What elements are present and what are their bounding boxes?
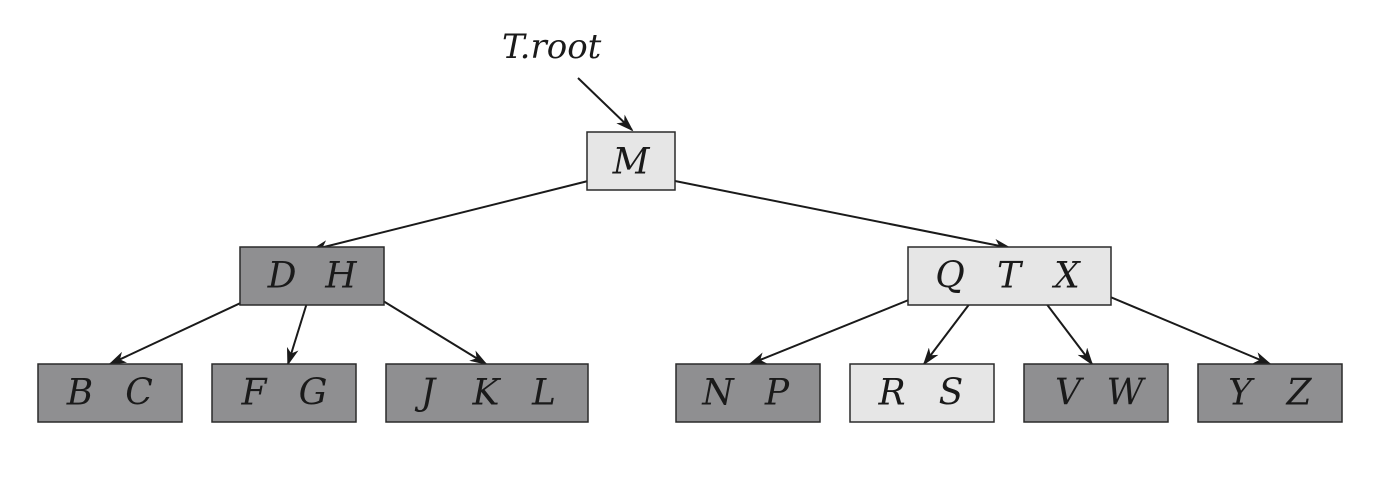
node-box [239,246,385,306]
edge-m-to-qtx [659,177,1012,251]
node-key: B [66,373,93,414]
node-box [1023,363,1169,423]
edge-dh-to-bc [108,292,263,365]
node-key: W [1106,373,1146,414]
edge-root-pointer [577,77,634,132]
tree-node-np: N P [675,363,821,423]
tree-node-fg: F G [211,363,357,423]
node-key: Y [1228,373,1255,414]
node-box [211,363,357,423]
tree-node-dh: D H [239,246,385,306]
node-key: M [612,142,651,183]
node-key: Q [935,256,965,297]
node-box [37,363,183,423]
tree-node-yz: Y Z [1197,363,1343,423]
node-key: G [299,373,328,414]
tree-node-jkl: J K L [385,363,589,423]
tree-node-rs: R S [849,363,995,423]
node-box [849,363,995,423]
node-key: S [939,373,964,414]
node-box [385,363,589,423]
node-box [907,246,1112,306]
node-key: C [125,373,153,414]
node-key: T [997,256,1024,297]
node-key: X [1051,256,1081,297]
tree-node-m: M [586,131,676,191]
node-key: L [531,373,556,414]
tree-node-qtx: Q T X [907,246,1112,306]
node-box [586,131,676,191]
node-key: N [701,373,735,414]
node-box [1197,363,1343,423]
node-key: V [1055,373,1085,414]
node-key: H [324,256,357,297]
node-key: F [241,373,269,414]
node-key: D [267,256,297,297]
edge-qtx-to-np [748,292,927,365]
edge-qtx-to-yz [1095,290,1272,365]
edge-dh-to-jkl [369,292,488,366]
node-box [675,363,821,423]
root-pointer-label: T.root [502,27,602,67]
edge-m-to-dh [310,179,593,252]
tree-node-vw: V W [1023,363,1169,423]
edges [108,77,1272,366]
node-key: Z [1285,373,1312,414]
node-key: K [472,373,502,414]
node-key: R [877,373,905,414]
node-key: P [764,373,790,414]
tree-node-bc: B C [37,363,183,423]
